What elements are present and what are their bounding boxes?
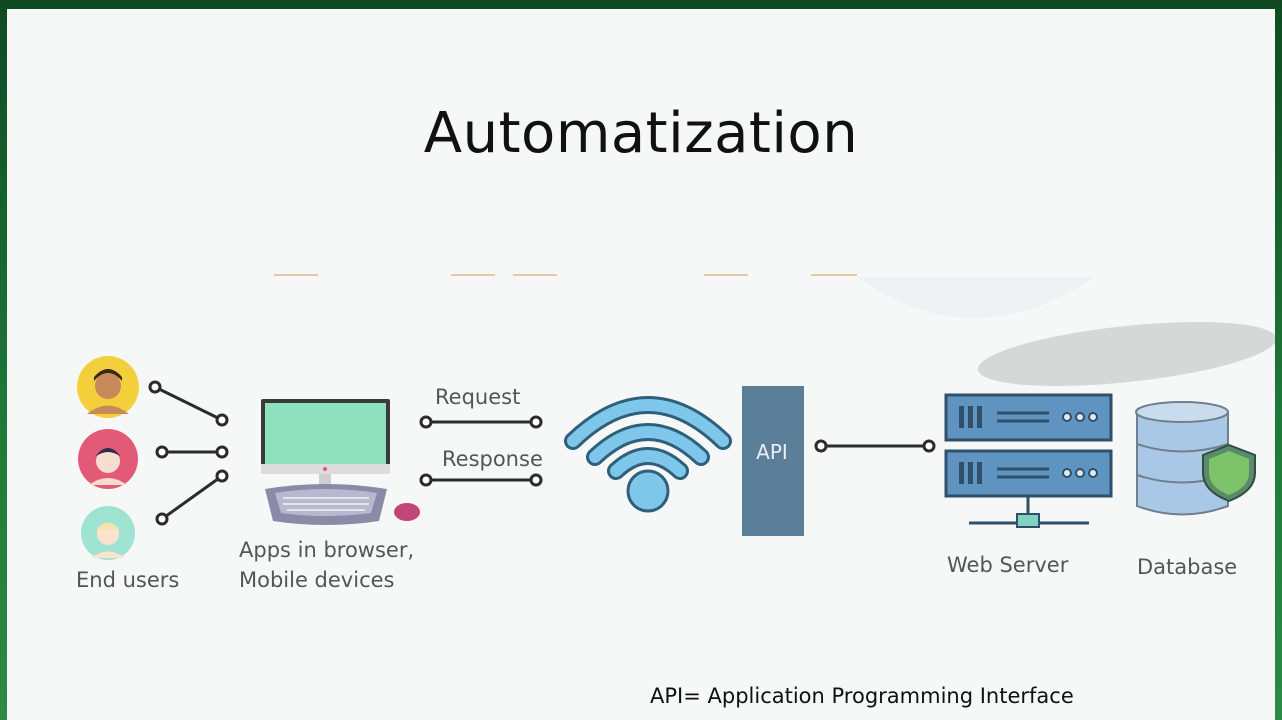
end-user-avatar-1 [77,356,139,418]
slide: Automatization [7,9,1275,720]
apps-label-line2: Mobile devices [239,568,395,592]
api-label: API [756,440,788,464]
web-server-label: Web Server [947,553,1069,577]
wifi-icon [564,396,732,513]
slide-title: Automatization [423,101,859,166]
decorative-smudge [977,322,1275,386]
api-server-connector [814,439,936,453]
apps-label-line1: Apps in browser, [239,538,415,562]
api-footnote: API= Application Programming Interface [650,684,1074,708]
end-user-avatar-3 [81,506,135,560]
user-connectors [148,380,229,526]
web-server-icon [944,393,1113,528]
request-label: Request [435,385,521,409]
database-icon [1135,401,1229,516]
api-block [742,386,804,536]
response-label: Response [442,447,543,471]
request-connector [419,415,543,429]
shield-icon [1202,443,1256,503]
decorative-arc [857,277,1095,318]
desktop-computer-icon [261,399,420,525]
database-label: Database [1137,555,1238,579]
end-user-avatar-2 [78,429,138,489]
response-connector [419,473,543,487]
end-users-label: End users [76,568,180,592]
api-diagram [77,274,1275,560]
